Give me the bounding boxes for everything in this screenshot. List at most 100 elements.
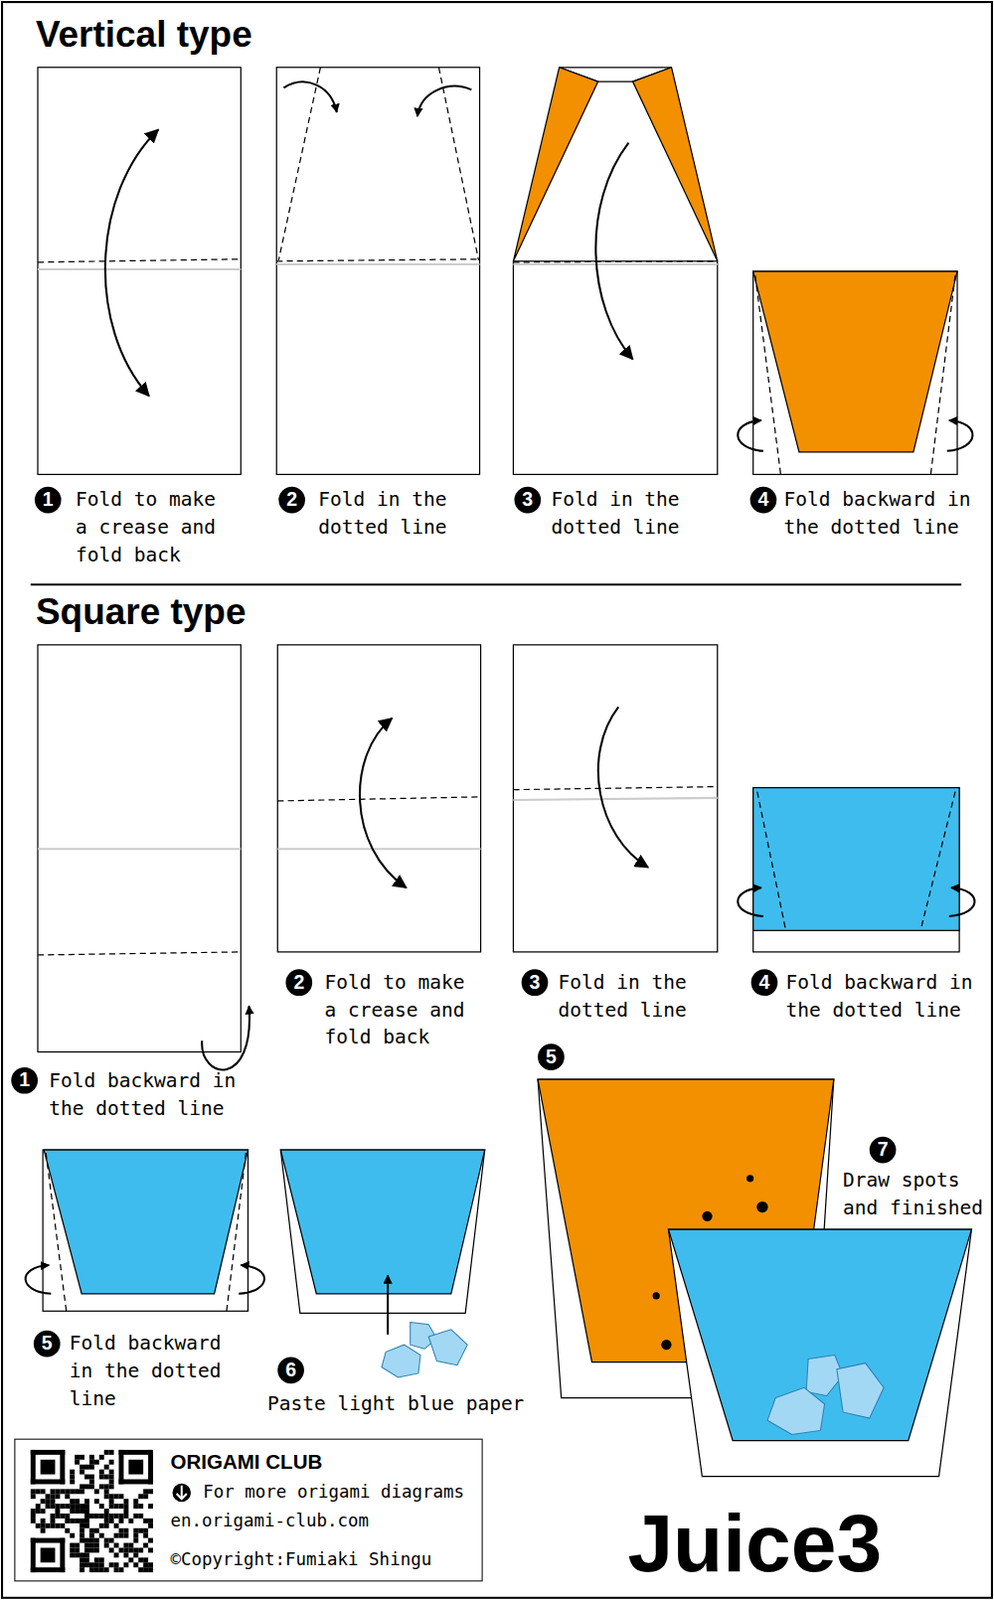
qr-cell	[123, 1513, 129, 1519]
qr-cell	[89, 1562, 95, 1568]
qr-cell	[138, 1513, 144, 1519]
qr-cell	[128, 1547, 134, 1553]
qr-cell	[148, 1518, 154, 1524]
qr-cell	[114, 1562, 120, 1568]
qr-cell	[30, 1538, 36, 1573]
qr-cell	[133, 1538, 139, 1544]
qr-cell	[64, 1513, 70, 1519]
qr-cell	[133, 1547, 139, 1553]
qr-cell	[40, 1518, 46, 1524]
qr-cell	[114, 1523, 120, 1529]
box-text: ©Copyright:Fumiaki Shingu	[169, 1547, 432, 1571]
qr-cell	[94, 1538, 100, 1544]
step-caption: Fold backward in the dotted line	[69, 1329, 235, 1413]
qr-cell	[59, 1513, 65, 1519]
qr-cell	[109, 1493, 115, 1499]
qr-cell	[69, 1475, 75, 1481]
qr-cell	[114, 1533, 120, 1539]
qr-cell	[69, 1533, 75, 1539]
step-caption: Fold to make a crease and fold back	[75, 486, 229, 569]
qr-cell	[74, 1552, 80, 1558]
qr-cell	[45, 1493, 51, 1499]
step-number: 3	[521, 969, 549, 996]
qr-cell	[89, 1479, 95, 1485]
qr-cell	[30, 1538, 65, 1544]
qr-cell	[99, 1513, 105, 1519]
qr-cell	[54, 1493, 60, 1499]
qr-cell	[69, 1489, 75, 1494]
qr-cell	[30, 1479, 65, 1485]
qr-cell	[123, 1508, 129, 1514]
qr-cell	[69, 1552, 75, 1558]
box-text: For more origami diagrams	[202, 1481, 465, 1504]
qr-cell	[119, 1547, 125, 1553]
qr-cell	[45, 1523, 51, 1529]
qr-cell	[94, 1543, 100, 1549]
step-number: 5	[537, 1043, 565, 1071]
qr-cell	[79, 1552, 85, 1558]
qr-cell	[99, 1455, 105, 1461]
qr-cell	[104, 1518, 110, 1524]
qr-cell	[30, 1518, 36, 1524]
qr-cell	[148, 1450, 154, 1485]
qr-cell	[30, 1450, 36, 1485]
qr-cell	[148, 1523, 154, 1529]
qr-cell	[54, 1523, 60, 1529]
step-caption: Paste light blue paper	[267, 1389, 524, 1418]
qr-cell	[35, 1503, 41, 1509]
qr-cell	[119, 1518, 125, 1524]
qr-cell	[104, 1484, 110, 1490]
qr-cell	[128, 1543, 134, 1549]
qr-cell	[89, 1475, 95, 1481]
qr-cell	[119, 1503, 125, 1509]
step-number: 6	[277, 1356, 305, 1384]
qr-cell	[40, 1508, 46, 1514]
qr-cell	[104, 1475, 110, 1481]
qr-cell	[119, 1528, 125, 1534]
qr-cell	[109, 1475, 115, 1481]
qr-cell	[89, 1460, 95, 1466]
step-number: 2	[278, 487, 306, 514]
qr-cell	[74, 1503, 80, 1509]
qr-cell	[64, 1528, 70, 1534]
qr-cell	[30, 1493, 36, 1499]
qr-cell	[119, 1533, 125, 1539]
box-heading: ORIGAMI CLUB	[169, 1450, 323, 1476]
qr-cell	[69, 1498, 75, 1504]
qr-cell	[109, 1460, 115, 1466]
qr-cell	[114, 1567, 120, 1573]
step-number: 5	[33, 1330, 61, 1358]
diagram-title: Juice3	[627, 1497, 882, 1590]
qr-cell	[89, 1513, 95, 1519]
qr-cell	[109, 1479, 115, 1485]
qr-cell	[119, 1479, 154, 1485]
qr-cell	[143, 1533, 149, 1539]
qr-cell	[94, 1498, 100, 1504]
step-number: 7	[869, 1137, 897, 1164]
qr-cell	[74, 1547, 80, 1553]
qr-cell	[109, 1450, 115, 1456]
qr-cell	[143, 1562, 149, 1568]
qr-cell	[123, 1503, 129, 1509]
qr-cell	[84, 1503, 90, 1509]
qr-cell	[79, 1503, 85, 1509]
qr-cell	[79, 1455, 85, 1461]
qr-cell	[69, 1547, 75, 1553]
qr-cell	[89, 1547, 95, 1553]
qr-cell	[133, 1528, 139, 1534]
qr-cell	[89, 1538, 95, 1544]
qr-cell	[123, 1498, 129, 1504]
qr-cell	[69, 1470, 75, 1476]
step-number: 2	[285, 969, 313, 996]
qr-cell	[94, 1562, 100, 1568]
qr-cell	[69, 1543, 75, 1549]
qr-cell	[128, 1518, 134, 1524]
info-box: ORIGAMI CLUBFor more origami diagramsen.…	[13, 1439, 483, 1583]
qr-cell	[148, 1567, 154, 1573]
qr-cell	[84, 1523, 90, 1529]
qr-cell	[74, 1489, 80, 1494]
qr-cell	[109, 1513, 115, 1519]
step-caption: Fold in the dotted line	[318, 486, 462, 541]
step-caption: Fold backward in the dotted line	[786, 968, 983, 1023]
qr-cell	[119, 1513, 125, 1519]
